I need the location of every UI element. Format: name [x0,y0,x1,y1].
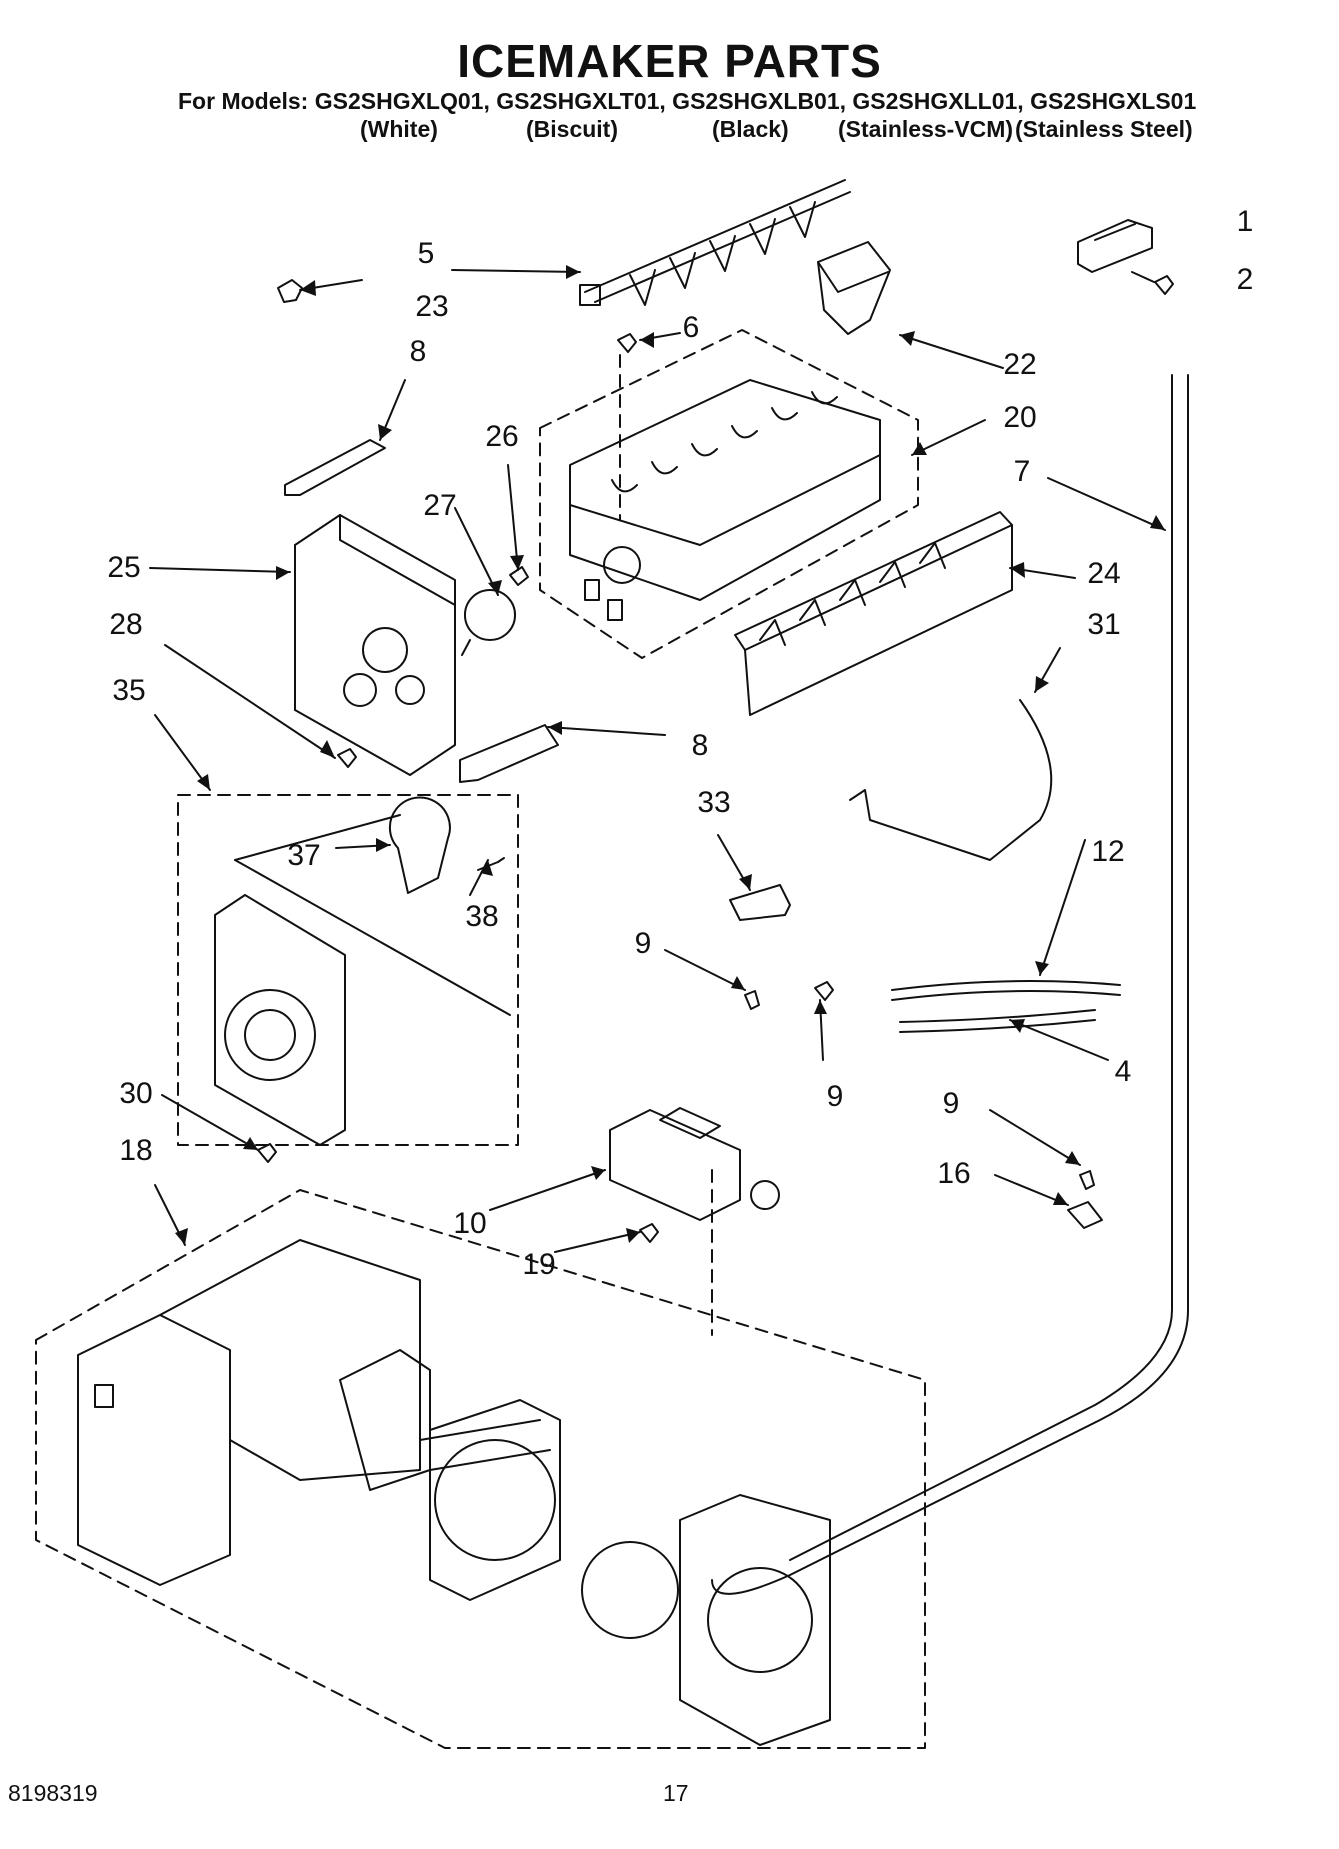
part-28-screw [337,748,357,768]
callout-6: 6 [682,311,700,344]
callout-23: 23 [415,290,449,323]
callout-12: 12 [1091,835,1125,868]
dashed-group-boundaries [35,329,926,1749]
callout-22: 22 [1003,348,1037,381]
part-6-screw [617,333,637,353]
callout-28: 28 [109,608,143,641]
callout-2: 2 [1236,263,1254,296]
callout-9-b: 9 [826,1080,844,1113]
callout-24: 24 [1087,557,1121,590]
part-1-screw [1131,271,1174,295]
callout-35: 35 [112,674,146,707]
callout-9-c: 9 [942,1087,960,1120]
part-7-tube [711,374,1189,1595]
part-33-bracket [729,884,791,921]
callout-19: 19 [522,1248,556,1281]
callout-20: 20 [1003,401,1037,434]
callout-31: 31 [1087,608,1121,641]
variant-biscuit: (Biscuit) [526,116,618,142]
part-22-fill-cup [817,241,891,335]
part-9-screw-b [814,981,834,1001]
callout-37: 37 [287,839,321,872]
part-9-screw-a [744,990,760,1010]
callout-26: 26 [485,420,519,453]
callout-7: 7 [1013,455,1031,488]
callout-8-top: 8 [409,335,427,368]
part-2-cover [1077,219,1153,273]
part-20-mold [569,379,881,621]
document-number: 8198319 [8,1780,98,1806]
callout-8-lower: 8 [691,729,709,762]
part-23-ejector [579,179,851,306]
variant-white: (White) [360,116,438,142]
variant-stainless-steel: (Stainless Steel) [1015,116,1193,142]
part-19-screw [639,1223,659,1243]
part-35-gear-plate [214,814,511,1146]
part-24-shelf [734,511,1013,716]
group-18-boundary [35,1189,926,1749]
part-25-housing [294,514,456,776]
part-16-clip [1067,1201,1103,1229]
part-37-motor [388,796,451,894]
variant-stainless-vcm: (Stainless-VCM) [838,116,1014,142]
part-26-clip [509,566,529,586]
callout-9-a: 9 [634,927,652,960]
callout-25: 25 [107,551,141,584]
part-27-motor [461,589,516,656]
arrowheads [175,265,1165,1245]
callout-18: 18 [119,1134,153,1167]
group-35-boundary [177,794,519,1146]
part-5-clip [277,279,303,303]
part-31-wire [849,699,1053,861]
callout-10: 10 [453,1207,487,1240]
models-line: For Models: GS2SHGXLQ01, GS2SHGXLT01, GS… [178,88,1197,114]
part-4-tube [899,1009,1096,1033]
part-30-screw [257,1143,277,1163]
callout-27: 27 [423,489,457,522]
part-10-water-valve [609,1107,780,1221]
callout-30: 30 [119,1077,153,1110]
part-8-bracket-lower [459,724,559,783]
part-18-dispenser-assembly [77,1239,831,1746]
variant-black: (Black) [712,116,789,142]
page-title: ICEMAKER PARTS [457,35,882,87]
leader-lines [149,269,1166,1253]
part-12-tube [891,980,1121,1001]
callout-38: 38 [465,900,499,933]
callout-16: 16 [937,1157,971,1190]
callout-1: 1 [1236,205,1254,238]
callout-5: 5 [417,237,435,270]
assembly-20-boundary [539,329,919,659]
part-38-screw [477,857,505,871]
page-number: 17 [663,1780,689,1806]
part-8-bracket-top [284,439,386,496]
callout-4: 4 [1114,1055,1132,1088]
part-9-screw-c [1079,1170,1095,1190]
callout-33: 33 [697,786,731,819]
